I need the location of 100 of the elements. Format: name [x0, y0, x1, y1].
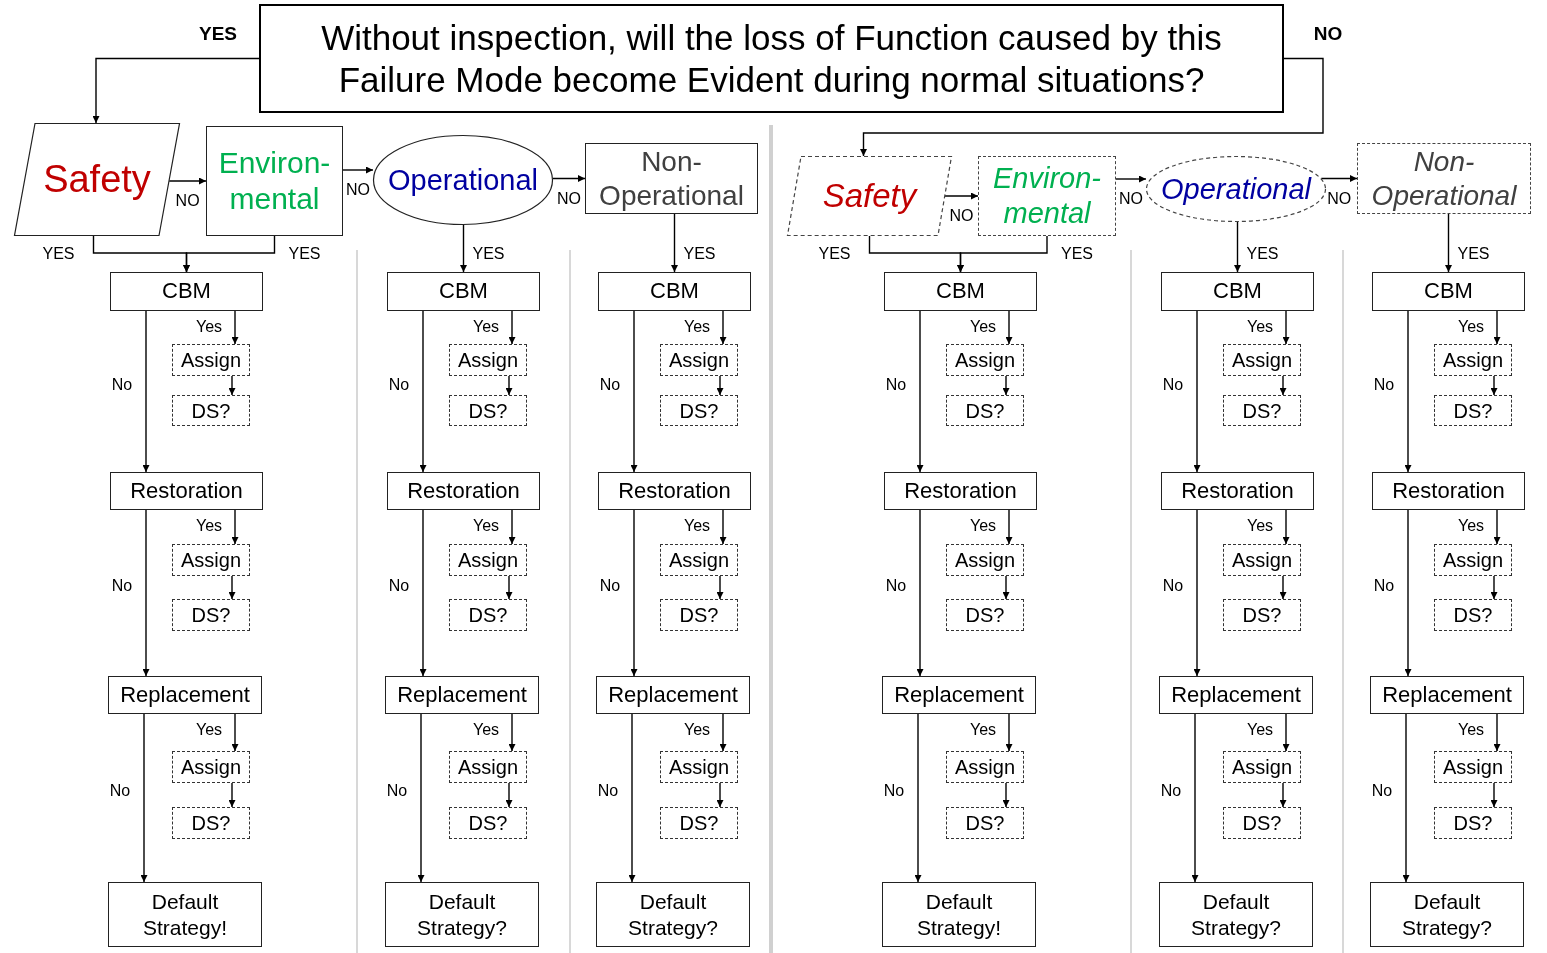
- assign-box: [1434, 395, 1512, 426]
- arrow: [1320, 175, 1358, 182]
- arrow: [92, 57, 260, 124]
- arrow: [719, 509, 727, 545]
- arrow: [1402, 713, 1410, 883]
- arrow: [419, 310, 427, 473]
- process-box: [108, 882, 262, 947]
- arrow: [1005, 310, 1013, 345]
- arrow: [552, 175, 586, 182]
- node-text: Restoration: [407, 477, 520, 505]
- arrow: [1279, 782, 1287, 808]
- node-text: DS?: [679, 811, 719, 835]
- arrow: [183, 235, 276, 273]
- node-text: Restoration: [904, 477, 1017, 505]
- assign-box: [1223, 751, 1301, 783]
- edge-label: No: [110, 376, 134, 393]
- edge-label: Yes: [1456, 518, 1486, 534]
- process-box: [108, 676, 262, 714]
- arrow: [508, 310, 516, 345]
- arrow: [916, 310, 924, 473]
- arrow: [1279, 375, 1287, 396]
- node-text: CBM: [650, 278, 699, 305]
- arrow: [508, 713, 516, 752]
- assign-box: [946, 751, 1024, 783]
- arrow: [1404, 509, 1412, 677]
- edge-label: No: [387, 578, 411, 594]
- process-box: [1372, 472, 1525, 510]
- assign-box: [1223, 807, 1301, 839]
- edge-label: Yes: [194, 722, 224, 738]
- arrow: [1193, 509, 1201, 677]
- node-text: DS?: [468, 811, 508, 835]
- node-text: Safety: [43, 156, 151, 202]
- assign-box: [172, 599, 250, 631]
- category-box: [978, 156, 1116, 236]
- process-box: [884, 472, 1037, 510]
- node-text: Assign: [458, 755, 518, 779]
- edge-label: No: [385, 783, 409, 799]
- process-box: [884, 272, 1037, 311]
- node-text: Assign: [669, 755, 729, 779]
- edge-label: NO: [555, 190, 582, 207]
- edge-label: Yes: [968, 319, 998, 335]
- node-text: Default Strategy?: [1401, 889, 1493, 940]
- edge-label: NO: [345, 182, 371, 198]
- process-box: [110, 472, 263, 510]
- edge-label: Yes: [968, 722, 998, 738]
- node-text: DS?: [1242, 398, 1282, 423]
- process-box: [598, 272, 751, 311]
- arrow: [228, 575, 236, 600]
- edge-label: Yes: [471, 319, 501, 335]
- node-text: Assign: [1443, 348, 1503, 372]
- arrow: [1002, 375, 1010, 396]
- process-box: [1159, 882, 1313, 947]
- process-box: [1370, 676, 1524, 714]
- process-box: [598, 472, 751, 510]
- assign-box: [946, 599, 1024, 631]
- arrow: [1282, 509, 1290, 545]
- edge-label: Yes: [968, 518, 998, 534]
- assign-box: [946, 395, 1024, 426]
- edge-label: No: [884, 578, 908, 594]
- arrow: [671, 213, 678, 273]
- node-text: Default Strategy?: [416, 889, 508, 940]
- edge-label: Yes: [194, 518, 224, 534]
- node-text: Default Strategy?: [1190, 889, 1282, 940]
- node-text: DS?: [1453, 398, 1493, 423]
- node-text: CBM: [1213, 278, 1262, 305]
- edge-label: No: [108, 783, 132, 799]
- node-text: CBM: [936, 278, 985, 305]
- process-box: [385, 882, 539, 947]
- assign-box: [449, 807, 527, 839]
- assign-box: [660, 395, 738, 426]
- node-text: Default Strategy!: [141, 889, 228, 940]
- edge-label: No: [110, 578, 134, 594]
- assign-box: [1223, 344, 1301, 376]
- arrow: [719, 310, 727, 345]
- assign-box: [172, 395, 250, 426]
- arrow: [719, 713, 727, 752]
- node-text: Restoration: [618, 477, 731, 505]
- edge-label: Yes: [471, 518, 501, 534]
- edge-label: NO: [1118, 191, 1144, 207]
- node-text: DS?: [679, 398, 719, 423]
- arrow: [228, 375, 236, 396]
- node-text: Default Strategy?: [627, 889, 719, 940]
- node-text: Default Strategy!: [915, 889, 1002, 940]
- node-text: DS?: [468, 603, 508, 627]
- assign-box: [449, 544, 527, 576]
- edge-label: YES: [287, 246, 322, 262]
- process-box: [1370, 882, 1524, 947]
- arrow: [1493, 310, 1501, 345]
- edge-label: YES: [1245, 246, 1280, 262]
- edge-label: Yes: [194, 319, 224, 335]
- arrow: [914, 713, 922, 883]
- edge-label: NO: [1326, 190, 1353, 207]
- node-text: Safety: [822, 176, 917, 216]
- process-box: [882, 676, 1036, 714]
- arrow: [1234, 221, 1241, 273]
- edge-label: Yes: [1245, 518, 1275, 534]
- arrow: [142, 310, 150, 473]
- node-text: Replacement: [397, 681, 527, 709]
- node-text: DS?: [191, 603, 231, 627]
- node-text: Assign: [669, 548, 729, 572]
